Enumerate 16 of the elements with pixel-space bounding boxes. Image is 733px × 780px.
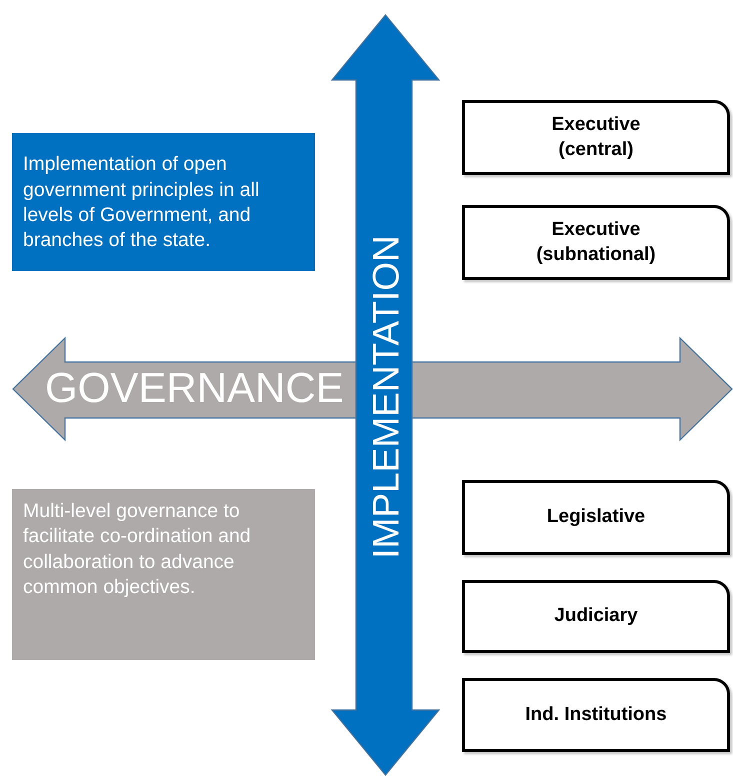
branch-box — [462, 678, 730, 752]
box-label: Ind. Institutions — [525, 702, 667, 727]
branch-box — [462, 205, 730, 280]
text-panel — [12, 133, 315, 271]
panel-text: Multi-level governance to facilitate co-ordination and collaboration to advance common objectives. — [23, 499, 252, 600]
branch-box — [462, 580, 730, 653]
box-label: Executive (subnational) — [535, 218, 657, 266]
branch-box — [462, 100, 730, 175]
box-label: Executive (central) — [550, 112, 642, 162]
panel-text: Implementation of open government principles in all levels of Government, and branches of the state. — [23, 152, 260, 254]
text-panel — [12, 489, 315, 660]
arrow-label: IMPLEMENTATION — [367, 235, 404, 559]
arrow-label: GOVERNANCE — [45, 367, 344, 409]
branch-box — [462, 480, 730, 555]
box-label: Legislative — [546, 505, 646, 530]
box-label: Judiciary — [554, 604, 638, 628]
